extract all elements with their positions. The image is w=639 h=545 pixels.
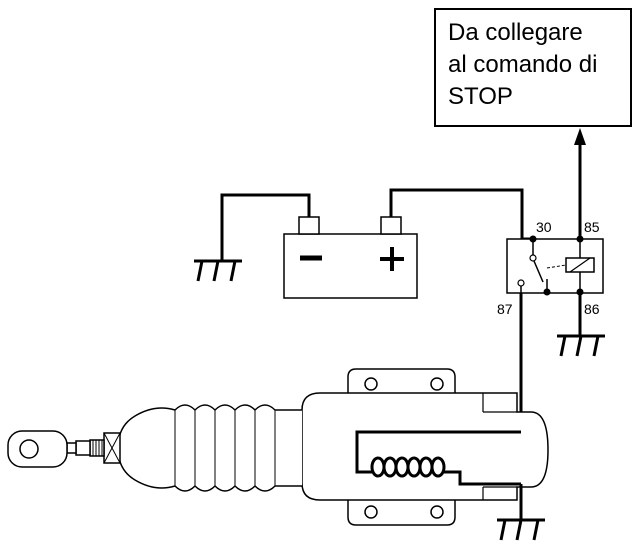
pin-85-label: 85 <box>584 219 600 235</box>
note-line-1: Da collegare <box>448 19 583 46</box>
arrow-up-icon <box>574 128 586 145</box>
battery-positive-terminal <box>380 216 402 235</box>
pin-86-label: 86 <box>584 301 600 317</box>
ground-symbol-icon <box>557 334 605 357</box>
ground-symbol-icon <box>497 518 545 541</box>
battery <box>283 216 418 299</box>
stop-note-box: Da collegare al comando di STOP <box>434 8 632 127</box>
ground-symbol-icon <box>194 259 242 282</box>
battery-ground-wire <box>194 193 311 282</box>
plus-icon <box>380 247 404 271</box>
battery-negative-terminal <box>298 216 320 235</box>
solenoid-ground-wire <box>497 484 545 541</box>
relay <box>506 235 604 296</box>
relay-ground-wire <box>557 292 605 357</box>
note-line-3: STOP <box>448 83 513 110</box>
coil-icon <box>370 456 446 478</box>
solenoid <box>7 368 549 526</box>
pin-87-label: 87 <box>497 301 513 317</box>
battery-positive-wire <box>389 188 533 241</box>
pin-30-label: 30 <box>536 219 552 235</box>
note-line-2: al comando di <box>448 51 597 78</box>
stop-signal-wire <box>574 128 586 239</box>
